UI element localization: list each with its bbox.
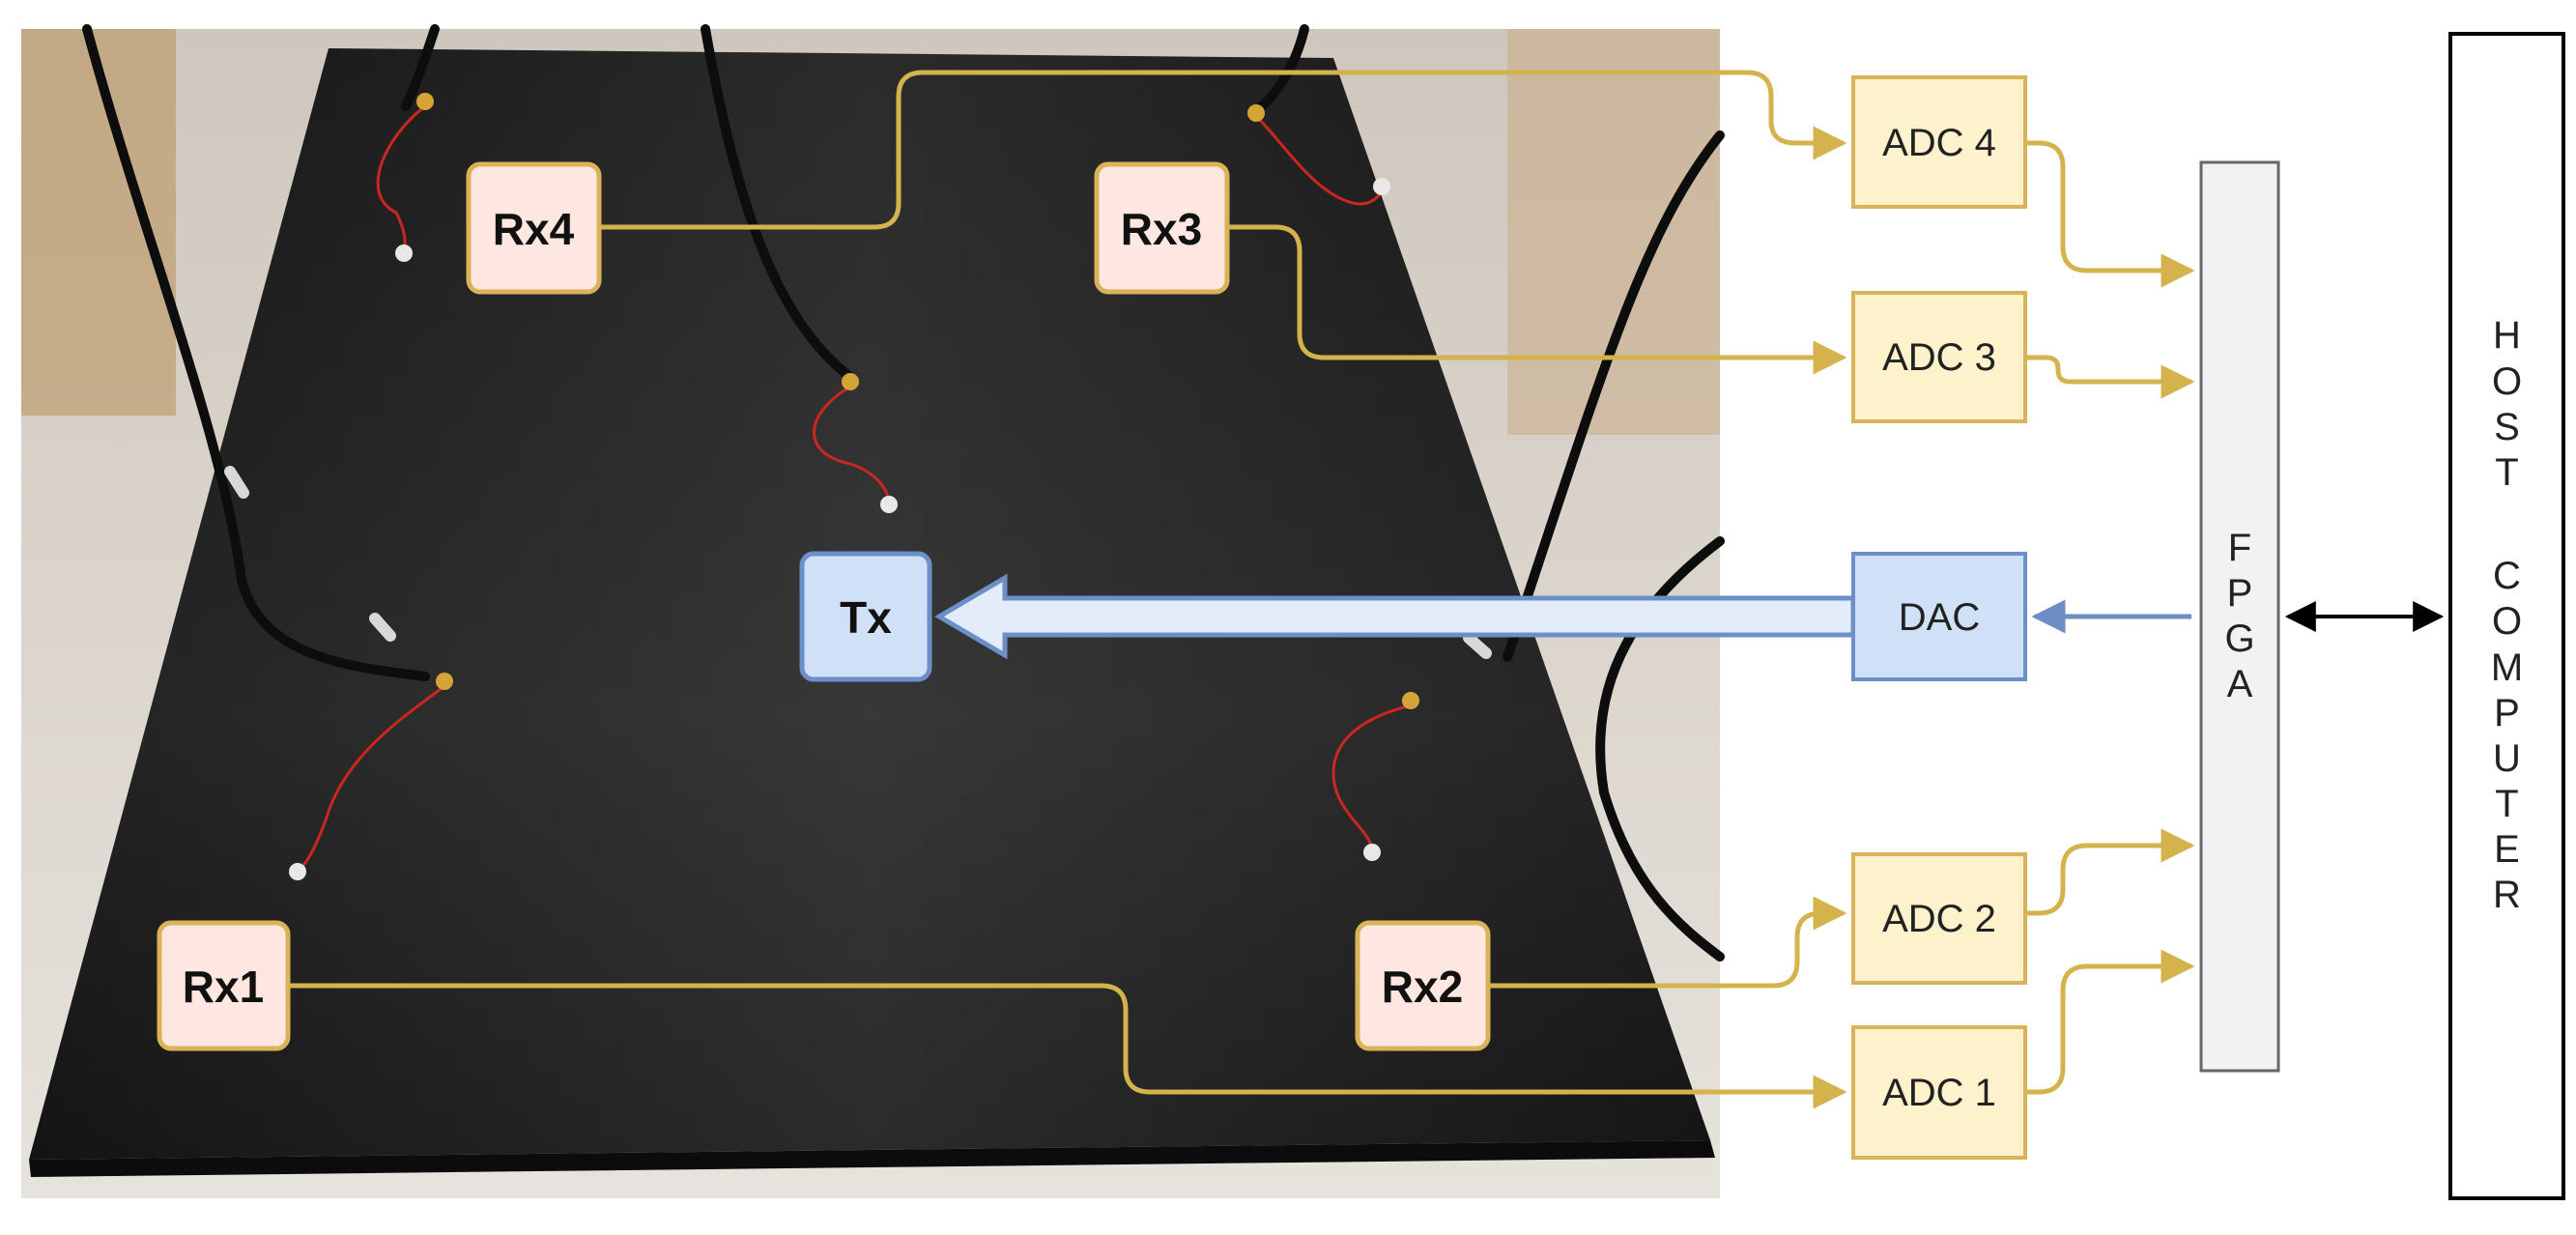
connector xyxy=(436,673,453,690)
connector xyxy=(1402,692,1419,709)
wooden-block-right xyxy=(1507,29,1720,435)
rx1-box: Rx1 xyxy=(157,920,291,1051)
cable-tag xyxy=(1463,632,1492,659)
sensor xyxy=(1363,844,1381,861)
rx4-box: Rx4 xyxy=(466,161,602,295)
wire-rx4 xyxy=(376,104,426,252)
cable-rx1 xyxy=(82,24,430,681)
line-adc1-fpga xyxy=(2025,949,2195,1095)
cable-tag xyxy=(224,466,249,499)
cables xyxy=(82,24,1725,962)
adc4-frame xyxy=(1851,75,2027,209)
rx4-label: Rx4 xyxy=(493,204,575,254)
line-adc4-fpga xyxy=(2025,140,2195,288)
dac-tx-arrow xyxy=(934,573,1856,660)
fpga-block xyxy=(2199,160,2280,1073)
rx1-label: Rx1 xyxy=(183,962,264,1012)
wire-tx xyxy=(813,385,891,503)
rx3-frame xyxy=(1094,161,1230,295)
adc3-label: ADC 3 xyxy=(1882,336,1996,379)
dac-frame xyxy=(1851,552,2027,681)
dac-box: DAC xyxy=(1851,552,2027,681)
plate-edge xyxy=(29,1140,1715,1177)
connector xyxy=(842,373,859,390)
rx2-frame xyxy=(1355,920,1491,1051)
rx3-box: Rx3 xyxy=(1094,161,1230,295)
wire-rx1 xyxy=(298,684,445,872)
connector xyxy=(1247,104,1265,122)
cable-tx xyxy=(701,24,855,382)
line-rx4-adc4 xyxy=(599,70,1847,230)
rx2-label: Rx2 xyxy=(1382,962,1463,1012)
adc1-box: ADC 1 xyxy=(1851,1025,2027,1160)
wire-rx3 xyxy=(1254,114,1384,206)
sensor xyxy=(880,496,898,513)
sensor xyxy=(1373,178,1390,195)
rx3-label: Rx3 xyxy=(1121,204,1202,254)
adc2-frame xyxy=(1851,852,2027,985)
rx1-frame xyxy=(157,920,291,1051)
line-adc2-fpga xyxy=(2025,828,2195,916)
adc2-box: ADC 2 xyxy=(1851,852,2027,985)
rx4-frame xyxy=(466,161,602,295)
adc1-frame xyxy=(1851,1025,2027,1160)
adc3-frame xyxy=(1851,291,2027,423)
line-adc3-fpga xyxy=(2025,355,2195,399)
connectors xyxy=(416,93,1419,709)
tx-path xyxy=(934,573,2191,660)
cable-rx4 xyxy=(401,24,440,111)
adc4-label: ADC 4 xyxy=(1882,122,1996,164)
tx-label: Tx xyxy=(840,592,892,643)
tx-frame xyxy=(799,551,932,682)
cable-rx2 xyxy=(1503,130,1725,662)
cable-tags xyxy=(224,466,1492,659)
adc2-label: ADC 2 xyxy=(1882,898,1996,940)
cable-tag xyxy=(369,613,396,642)
line-rx3-adc3 xyxy=(1227,224,1847,375)
adc4-box: ADC 4 xyxy=(1851,75,2027,209)
dac-label: DAC xyxy=(1899,596,1980,639)
sensor-wires xyxy=(298,104,1412,872)
wooden-block-left xyxy=(21,29,176,416)
wire-rx2 xyxy=(1331,704,1412,851)
photo-region xyxy=(21,24,1725,1198)
host-computer-block xyxy=(2448,32,2565,1200)
signal-lines xyxy=(288,70,2195,1109)
line-rx1-adc1 xyxy=(288,983,1847,1109)
rx2-box: Rx2 xyxy=(1355,920,1491,1051)
adc3-box: ADC 3 xyxy=(1851,291,2027,423)
sensor xyxy=(289,863,306,880)
sensors xyxy=(289,178,1390,880)
tx-box: Tx xyxy=(799,551,932,682)
sensor xyxy=(395,244,413,262)
cable-rx3 xyxy=(1251,24,1309,116)
line-rx2-adc2 xyxy=(1488,896,1847,989)
connector xyxy=(416,93,434,110)
adc1-label: ADC 1 xyxy=(1882,1072,1996,1114)
